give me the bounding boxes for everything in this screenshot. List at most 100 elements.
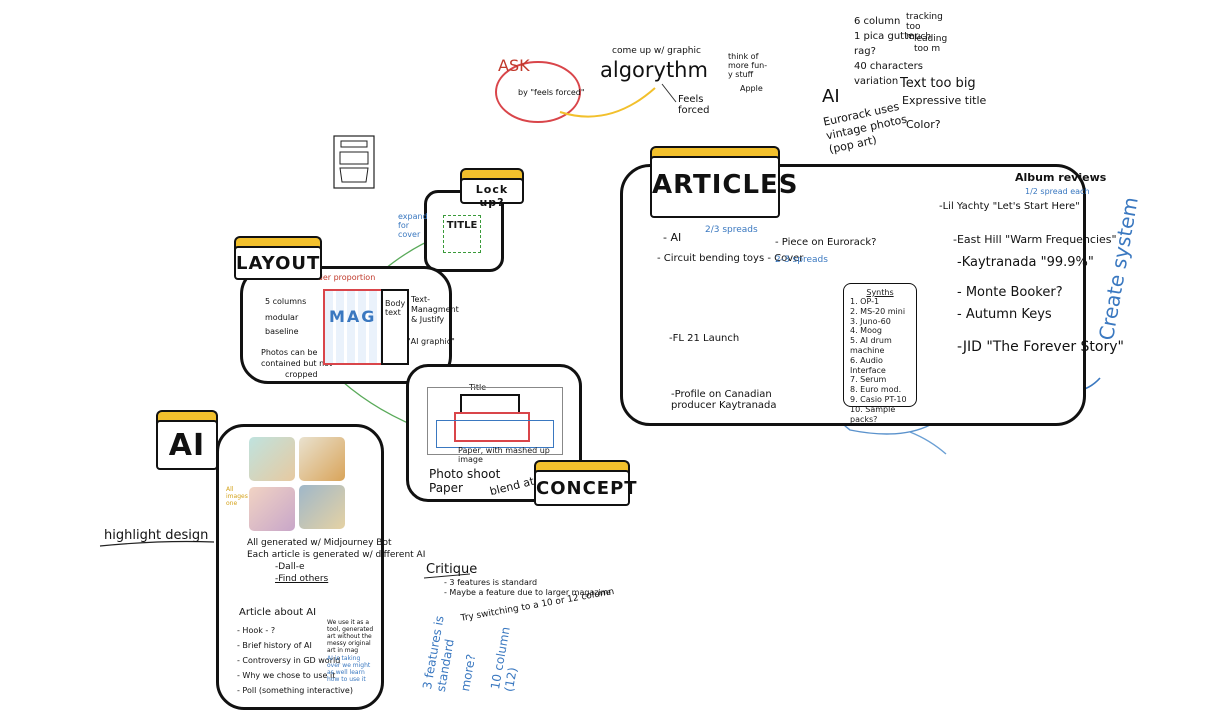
- concept-blue-box: [436, 420, 554, 448]
- grid-notes: 6 column 1 pica gutter rag? 40 character…: [854, 14, 923, 89]
- photos-note-2: contained but not: [261, 359, 333, 368]
- layout-right-note-1: Text-: [411, 295, 431, 304]
- ai-side-note: All images one: [226, 486, 248, 507]
- ai-tab: AI: [156, 410, 218, 470]
- concept-photo-line-1: Photo shoot: [429, 467, 501, 481]
- half-spread-note: 1/2 spread each: [1025, 187, 1090, 196]
- synth-item: 9. Casio PT-10: [850, 394, 907, 404]
- ai-image-4: [299, 485, 345, 529]
- ai-article-item: - Poll (something interactive): [237, 686, 353, 695]
- concept-image-box: [454, 412, 530, 442]
- article-circuit: - Circuit bending toys - Cover: [657, 253, 804, 264]
- highlight-design: highlight design: [104, 528, 209, 543]
- synth-item: 5. AI drum machine: [850, 336, 892, 355]
- algorythm-note-below: Feels forced: [678, 94, 710, 116]
- grid-note-2: 1 pica gutter: [854, 31, 919, 42]
- articles-tab: ARTICLES: [650, 146, 798, 218]
- article-profile: -Profile on Canadian producer Kaytranada: [671, 389, 777, 411]
- grid-note-5: variation: [854, 76, 899, 87]
- tracking-note: tracking too much: [906, 12, 943, 42]
- ai-article-items: - Hook - ? - Brief history of AI - Contr…: [237, 623, 353, 698]
- layout-photos-note: Photos can be contained but not cropped: [261, 347, 332, 380]
- lockup-mock: TITLE: [443, 215, 481, 253]
- grid-note-1: 6 column: [854, 16, 901, 27]
- synth-item: 4. Moog: [850, 326, 882, 336]
- algorythm-note-right: think of more fun-y stuff: [728, 52, 768, 79]
- ai-image-2: [299, 437, 345, 481]
- synth-item: 8. Euro mod.: [850, 385, 902, 395]
- layout-right-note-3: & Justify: [411, 315, 445, 324]
- review-5: - Autumn Keys: [957, 307, 1052, 322]
- concept-paper: Paper, with mashed up image: [427, 387, 563, 464]
- synth-item: 3. Juno-60: [850, 316, 891, 326]
- ai-article-item: - Why we chose to use it: [237, 671, 336, 680]
- layout-item-2: modular: [265, 313, 299, 322]
- review-3: -Kaytranada "99.9%": [957, 255, 1094, 270]
- text-big-note: Text too big: [900, 76, 976, 91]
- ai-article-item: - Controversy in GD world: [237, 656, 341, 665]
- grid-note-4: 40 characters: [854, 61, 923, 72]
- critique-item-1: - 3 features is standard: [444, 578, 538, 587]
- leading-note: leading too m: [914, 34, 948, 54]
- layout-label: LAYOUT: [234, 246, 322, 280]
- concept-title-box: [460, 394, 520, 414]
- review-2: -East Hill "Warm Frequencies": [953, 233, 1117, 246]
- ai-generated-notes: All generated w/ Midjourney Bot Each art…: [247, 537, 425, 585]
- article-ai: - AI: [663, 231, 682, 244]
- mini-sketch: [333, 135, 375, 189]
- review-6: -JID "The Forever Story": [957, 339, 1124, 355]
- synths-title: Synths: [866, 288, 894, 297]
- concept-tab: CONCEPT: [534, 460, 637, 506]
- layout-body-text: Body text: [385, 299, 406, 317]
- ask-word: ASK: [498, 56, 530, 75]
- ai-generated-line-1: All generated w/ Midjourney Bot: [247, 538, 392, 548]
- concept-photo-line-2: Paper: [429, 481, 463, 495]
- lockup-label: Lock up?: [460, 178, 524, 209]
- ai-generated-line-3: -Dall-e: [275, 562, 305, 572]
- article-euro-spreads: 2-3 spreads: [775, 255, 828, 265]
- articles-panel: Album reviews 1/2 spread each - AI 2/3 s…: [620, 164, 1124, 426]
- lockup-tab: Lock up?: [460, 168, 524, 209]
- layout-item-1: 5 columns: [265, 297, 307, 306]
- layout-panel: consider proportion 5 columns modular ba…: [240, 266, 459, 384]
- layout-mock-body: Body text: [381, 289, 409, 365]
- ask-note: by "feels forced": [518, 88, 585, 97]
- lockup-title-mock: TITLE: [446, 220, 478, 231]
- ai-generated-line-2: Each article is generated w/ different A…: [247, 550, 426, 560]
- photos-note-1: Photos can be: [261, 348, 318, 357]
- articles-label: ARTICLES: [650, 156, 798, 218]
- article-eurorack: - Piece on Eurorack?: [775, 237, 877, 248]
- algorythm-pre: come up w/ graphic: [612, 46, 701, 56]
- critique-item-2: - Maybe a feature due to larger magazine: [444, 588, 611, 597]
- grid-note-3: rag?: [854, 46, 876, 57]
- layout-item-3: baseline: [265, 327, 299, 336]
- concept-label: CONCEPT: [534, 470, 637, 506]
- color-note: Color?: [906, 118, 941, 131]
- layout-tab: LAYOUT: [234, 236, 322, 280]
- synth-item: 1. OP-1: [850, 297, 880, 306]
- ai-article-item: - Hook - ?: [237, 626, 276, 635]
- expressive-note: Expressive title: [902, 94, 987, 107]
- ai-side-comment: We use it as a tool, generated art witho…: [327, 619, 374, 654]
- ai-side-comment-2: AI is taking over we might as well learn…: [327, 655, 371, 683]
- synths-card: Synths 1. OP-1 2. MS-20 mini 3. Juno-60 …: [843, 283, 917, 424]
- photos-note-3: cropped: [285, 370, 318, 379]
- synth-item: 10. Sample packs?: [850, 404, 896, 424]
- synths-list: 1. OP-1 2. MS-20 mini 3. Juno-60 4. Moog…: [844, 297, 916, 424]
- ai-image-3: [249, 487, 295, 531]
- critique-title: Critique: [426, 562, 478, 577]
- album-reviews-title: Album reviews: [1015, 171, 1107, 184]
- ai-generated-line-4: -Find others: [275, 574, 329, 584]
- ai-label: AI: [156, 420, 218, 470]
- ai-article-title: Article about AI: [239, 607, 317, 618]
- article-ai-spreads: 2/3 spreads: [705, 225, 758, 235]
- lockup-note: expand for cover: [398, 212, 428, 239]
- ai-note: AI: [822, 86, 840, 107]
- ai-image-1: [249, 437, 295, 481]
- article-fl21: -FL 21 Launch: [669, 333, 740, 344]
- critique-items: - 3 features is standard - Maybe a featu…: [444, 578, 611, 598]
- concept-photo-note: Photo shoot Paper: [429, 467, 500, 495]
- yellow-connector: [559, 87, 656, 118]
- synth-item: 6. Audio Interface: [850, 355, 886, 375]
- layout-mock-spread: MAG: [323, 289, 383, 365]
